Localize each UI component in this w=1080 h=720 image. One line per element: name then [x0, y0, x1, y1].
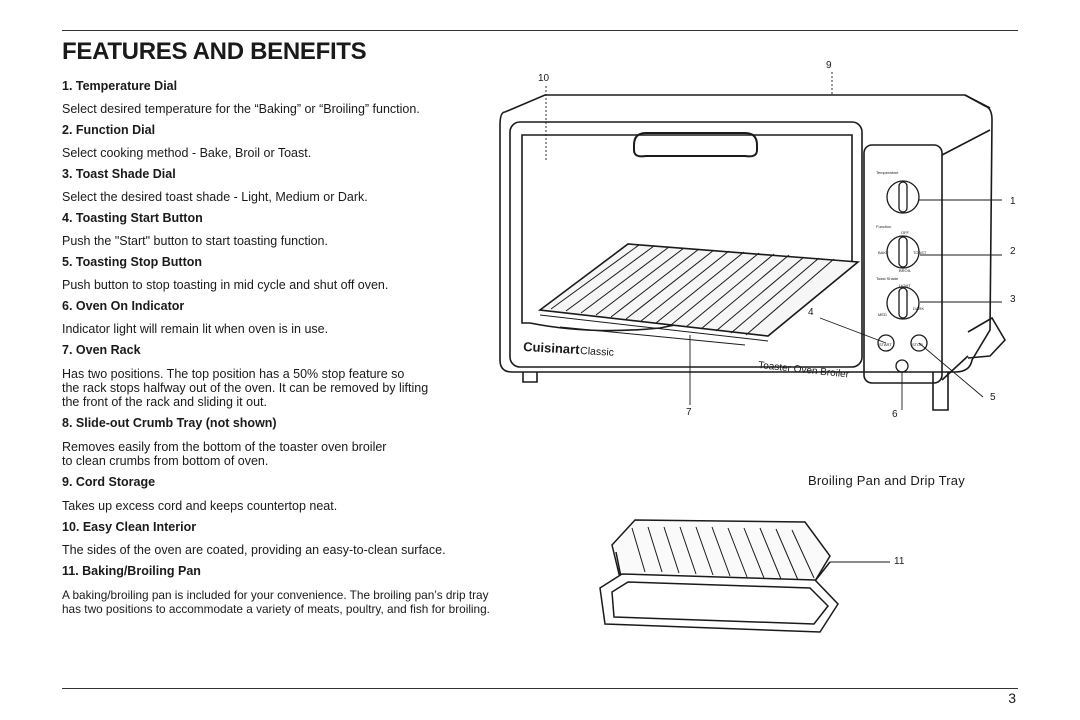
- toaster-oven-illustration: Cuisinart Classic Toaster Oven Broiler T…: [499, 72, 1006, 411]
- start-label: START: [879, 342, 892, 347]
- callout-5: 5: [990, 392, 996, 403]
- temperature-dial: [886, 180, 920, 214]
- oven-door-frame: [509, 121, 863, 368]
- oven-door-handle: [633, 132, 758, 158]
- brand-logo: Cuisinart: [523, 339, 581, 357]
- feature-description: Push button to stop toasting in mid cycl…: [62, 278, 389, 292]
- oven-foot-right: [932, 372, 949, 411]
- oven-on-indicator: [895, 359, 909, 373]
- feature-heading: 10. Easy Clean Interior: [62, 520, 197, 534]
- pan-caption: Broiling Pan and Drip Tray: [808, 473, 965, 488]
- toast-shade-dial-knob: [898, 287, 908, 319]
- function-dial-knob: [898, 236, 908, 268]
- page-title: FEATURES AND BENEFITS: [62, 38, 367, 65]
- toast-shade-label: Toast Shade: [876, 276, 899, 281]
- oven-foot-left: [522, 372, 538, 383]
- off-label: OFF: [901, 230, 910, 235]
- feature-crumb-tray: 8. Slide-out Crumb Tray (not shown) Remo…: [62, 416, 532, 468]
- oven-rack: [537, 243, 861, 346]
- feature-description: Takes up excess cord and keeps counterto…: [62, 499, 338, 513]
- feature-easy-clean-interior: 10. Easy Clean Interior The sides of the…: [62, 520, 532, 557]
- oven-body: [499, 94, 993, 373]
- feature-oven-rack: 7. Oven Rack Has two positions. The top …: [62, 343, 532, 409]
- bottom-rule: [62, 688, 1018, 689]
- light-label: LIGHT: [899, 283, 911, 288]
- function-dial: [886, 235, 920, 269]
- feature-description: Select the desired toast shade - Light, …: [62, 190, 368, 204]
- callout-4: 4: [808, 307, 814, 318]
- feature-toasting-stop-button: 5. Toasting Stop Button Push button to s…: [62, 255, 532, 292]
- temperature-label: Temperature: [876, 170, 899, 175]
- callout-10: 10: [538, 73, 550, 84]
- feature-description: Select desired temperature for the “Baki…: [62, 102, 420, 116]
- start-button: [877, 334, 895, 352]
- callout-9: 9: [826, 60, 832, 71]
- product-name-label: Toaster Oven Broiler: [758, 360, 850, 381]
- toast-shade-dial: [886, 286, 920, 320]
- drip-tray: [599, 573, 839, 633]
- feature-oven-on-indicator: 6. Oven On Indicator Indicator light wil…: [62, 299, 532, 336]
- callout-2: 2: [1010, 246, 1016, 257]
- feature-description: Indicator light will remain lit when ove…: [62, 322, 329, 336]
- feature-toasting-start-button: 4. Toasting Start Button Push the "Start…: [62, 211, 532, 248]
- feature-description: Select cooking method - Bake, Broil or T…: [62, 146, 312, 160]
- feature-heading: 9. Cord Storage: [62, 475, 156, 489]
- feature-heading: 11. Baking/Broiling Pan: [62, 564, 201, 578]
- callout-6: 6: [892, 409, 898, 420]
- feature-heading: 4. Toasting Start Button: [62, 211, 203, 225]
- callout-3: 3: [1010, 294, 1016, 305]
- broiling-pan-illustration: [599, 519, 890, 633]
- feature-heading: 8. Slide-out Crumb Tray (not shown): [62, 416, 277, 430]
- dark-label: DARK: [913, 306, 924, 311]
- feature-function-dial: 2. Function Dial Select cooking method -…: [62, 123, 532, 160]
- feature-description: The sides of the oven are coated, provid…: [62, 543, 446, 557]
- stop-label: STOP: [912, 342, 923, 347]
- feature-heading: 5. Toasting Stop Button: [62, 255, 203, 269]
- temperature-dial-knob: [898, 181, 908, 213]
- toast-label: TOAST: [913, 250, 927, 255]
- page-number: 3: [1008, 690, 1016, 706]
- leader-4: [819, 317, 887, 344]
- cord-storage-wrap: [967, 316, 1006, 359]
- oven-side: [941, 129, 991, 381]
- feature-description: A baking/broiling pan is included for yo…: [62, 588, 490, 616]
- feature-toast-shade-dial: 3. Toast Shade Dial Select the desired t…: [62, 167, 532, 204]
- feature-description: Removes easily from the bottom of the to…: [62, 440, 387, 468]
- bake-label: BAKE: [878, 250, 889, 255]
- med-label: MED: [878, 312, 887, 317]
- top-rule: [62, 30, 1018, 31]
- feature-cord-storage: 9. Cord Storage Takes up excess cord and…: [62, 475, 532, 513]
- stop-button: [910, 334, 928, 352]
- control-panel: [863, 144, 943, 384]
- callout-7: 7: [686, 407, 692, 418]
- features-list: 1. Temperature Dial Select desired tempe…: [62, 79, 532, 616]
- oven-top: [504, 94, 991, 113]
- feature-heading: 7. Oven Rack: [62, 343, 141, 357]
- feature-description: Has two positions. The top position has …: [62, 367, 429, 409]
- leader-5: [918, 342, 984, 398]
- feature-heading: 3. Toast Shade Dial: [62, 167, 176, 181]
- feature-heading: 6. Oven On Indicator: [62, 299, 185, 313]
- model-word: Classic: [580, 345, 614, 359]
- feature-heading: 2. Function Dial: [62, 123, 156, 137]
- callout-1: 1: [1010, 196, 1016, 207]
- feature-heading: 1. Temperature Dial: [62, 79, 178, 93]
- function-label: Function: [876, 224, 891, 229]
- callout-11: 11: [894, 556, 905, 567]
- feature-description: Push the "Start" button to start toastin…: [62, 234, 328, 248]
- feature-baking-broiling-pan: 11. Baking/Broiling Pan A baking/broilin…: [62, 564, 532, 616]
- broil-label: BROIL: [899, 268, 912, 273]
- feature-temperature-dial: 1. Temperature Dial Select desired tempe…: [62, 79, 532, 116]
